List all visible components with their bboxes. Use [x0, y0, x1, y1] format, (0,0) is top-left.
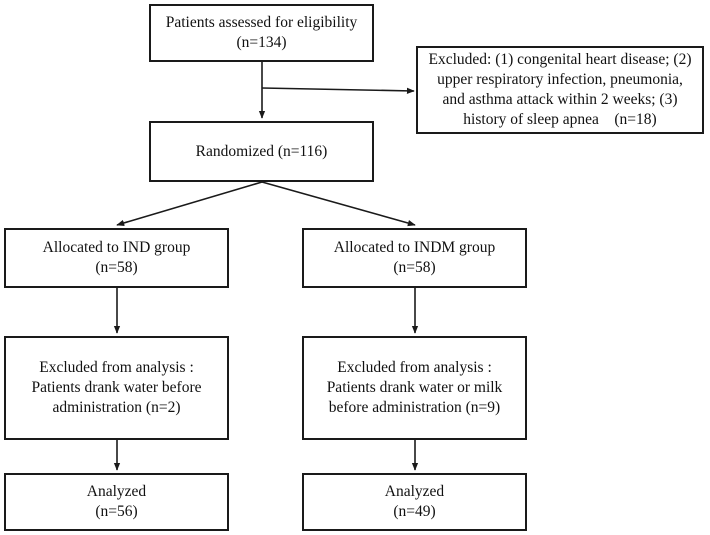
analyzed-ind-line-1: Analyzed: [86, 483, 147, 500]
excluded-eligibility-line-3: and asthma attack within 2 weeks; (3): [442, 91, 678, 108]
excluded-ind-line-1: Excluded from analysis :: [39, 359, 194, 376]
box-excluded-ind: Excluded from analysis : Patients drank …: [4, 336, 229, 440]
excluded-indm-line-1: Excluded from analysis :: [337, 359, 492, 376]
box-analyzed-ind: Analyzed (n=56): [4, 473, 229, 531]
excluded-ind-line-2: Patients drank water before: [31, 379, 202, 396]
excluded-ind-line-3: administration (n=2): [52, 399, 181, 416]
box-allocated-indm: Allocated to INDM group (n=58): [302, 228, 527, 288]
allocated-indm-line-1: Allocated to INDM group: [333, 239, 496, 256]
analyzed-indm-line-2: (n=49): [393, 503, 436, 520]
assessed-line-2: (n=134): [236, 34, 287, 51]
excluded-indm-line-3: before administration (n=9): [328, 399, 501, 416]
excluded-eligibility-line-2: upper respiratory infection, pneumonia,: [437, 71, 683, 88]
arrow-randomized-to-indm: [261, 181, 416, 227]
randomized-line-1: Randomized (n=116): [195, 142, 328, 160]
allocated-indm-line-2: (n=58): [393, 259, 436, 276]
box-excluded-eligibility: Excluded: (1) congenital heart disease; …: [416, 46, 704, 134]
excluded-eligibility-line-4: history of sleep apnea (n=18): [463, 111, 657, 128]
arrow-randomized-to-ind: [116, 181, 263, 227]
box-assessed: Patients assessed for eligibility (n=134…: [149, 4, 374, 62]
box-randomized: Randomized (n=116): [149, 121, 374, 182]
box-excluded-indm: Excluded from analysis : Patients drank …: [302, 336, 527, 440]
arrow-to-excluded: [261, 87, 415, 95]
analyzed-ind-line-2: (n=56): [95, 503, 138, 520]
box-analyzed-indm: Analyzed (n=49): [302, 473, 527, 531]
allocated-ind-line-1: Allocated to IND group: [42, 239, 191, 256]
excluded-eligibility-line-1: Excluded: (1) congenital heart disease; …: [428, 51, 692, 68]
assessed-line-1: Patients assessed for eligibility: [165, 14, 358, 31]
excluded-indm-line-2: Patients drank water or milk: [326, 379, 503, 396]
analyzed-indm-line-1: Analyzed: [384, 483, 445, 500]
box-allocated-ind: Allocated to IND group (n=58): [4, 228, 229, 288]
allocated-ind-line-2: (n=58): [95, 259, 138, 276]
